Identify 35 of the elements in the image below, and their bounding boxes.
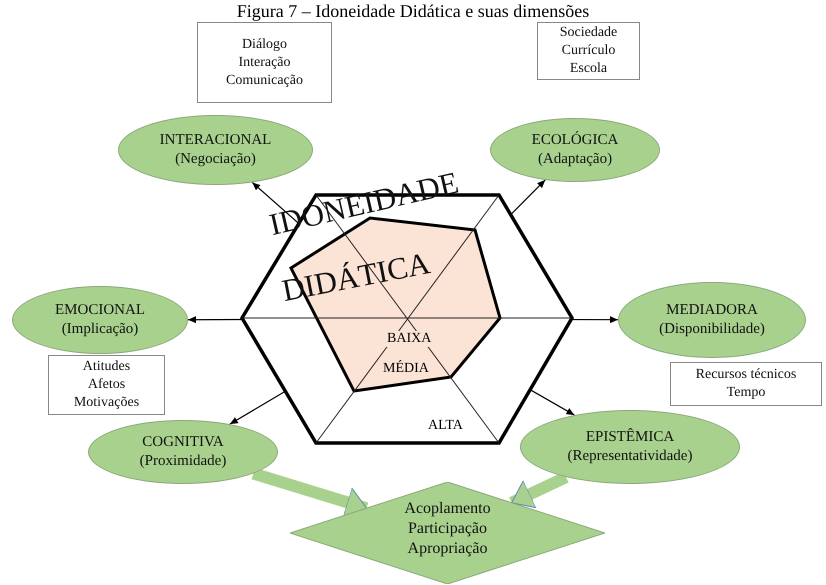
dimension-label: COGNITIVA (142, 433, 224, 452)
note-text: Sociedade (560, 24, 618, 42)
note-text: Recursos técnicos (696, 366, 796, 384)
outcome-diamond (290, 482, 605, 584)
figure-title: Figura 7 – Idoneidade Didática e suas dimensões (236, 1, 590, 22)
note-text: Afetos (88, 376, 126, 394)
note-text: Currículo (562, 42, 616, 60)
dimension-label: (Negociação) (175, 150, 256, 169)
dimension-label: (Adaptação) (538, 150, 612, 169)
note-text: Motivações (74, 394, 140, 412)
block-arrow (252, 468, 368, 518)
dimension-label: (Implicação) (62, 320, 138, 339)
note-box (670, 362, 822, 406)
note-text: Comunicação (226, 72, 303, 90)
dimension-label: (Disponibilidade) (659, 320, 765, 339)
dimension-label: (Proximidade) (140, 452, 226, 471)
outcome-text: Acoplamento (404, 499, 491, 519)
dimension-label: MEDIADORA (666, 301, 758, 320)
dimension-label: EPISTÊMICA (586, 428, 674, 447)
note-box (197, 22, 332, 103)
dimension-label: (Representatividade) (568, 447, 692, 466)
outcome-text: Apropriação (408, 539, 488, 559)
dimension-label: ECOLÓGICA (532, 131, 618, 150)
note-text: Escola (570, 60, 608, 78)
axis-arrow (188, 316, 243, 324)
outcome-text: Participação (408, 519, 488, 539)
dimension-label: EMOCIONAL (55, 301, 145, 320)
note-box (537, 22, 640, 80)
note-text: Diálogo (242, 36, 288, 54)
dimension-label: INTERACIONAL (160, 131, 272, 150)
note-text: Interação (238, 54, 291, 72)
note-box (48, 355, 165, 415)
note-text: Tempo (726, 384, 766, 402)
axis-arrow (571, 316, 618, 324)
note-text: Atitudes (82, 358, 130, 376)
